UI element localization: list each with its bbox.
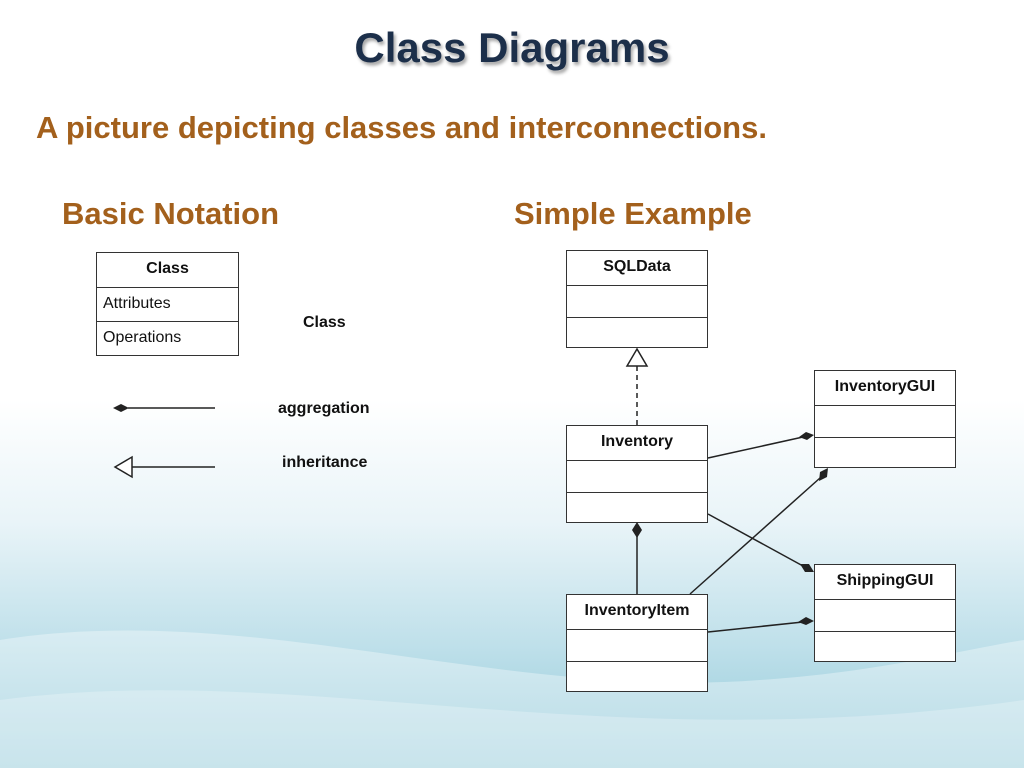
inventoryitem-to-inventorygui-aggregation	[689, 468, 828, 595]
notation-operations: Operations	[97, 321, 238, 354]
inventory-to-shippinggui-aggregation	[707, 513, 814, 572]
shippinggui-class-name: ShippingGUI	[836, 572, 934, 589]
notation-attributes: Attributes	[97, 287, 238, 321]
inventory-to-inventorygui-aggregation	[707, 432, 814, 459]
shippinggui-operations	[815, 631, 955, 661]
aggregation-label: aggregation	[278, 400, 370, 417]
inventorygui-class: InventoryGUI	[814, 370, 956, 468]
notation-aggregation-arrow	[113, 404, 215, 412]
notation-class-name: Class	[146, 260, 189, 277]
shippinggui-attributes	[815, 599, 955, 631]
inventoryitem-to-inventory-aggregation	[632, 522, 642, 594]
notation-inheritance-arrow	[113, 455, 215, 479]
inventorygui-attributes	[815, 405, 955, 437]
slide-title: Class Diagrams	[354, 24, 670, 71]
inventory-attributes	[567, 460, 707, 492]
inventoryitem-operations	[567, 661, 707, 691]
inventory-to-sqldata-realization	[625, 347, 649, 425]
simple-example-heading: Simple Example	[514, 196, 752, 231]
notation-class-box: Class Attributes Operations	[96, 252, 239, 356]
class-label: Class	[303, 314, 346, 331]
sqldata-class-name: SQLData	[603, 258, 671, 275]
inventoryitem-attributes	[567, 629, 707, 661]
inventory-operations	[567, 492, 707, 522]
basic-notation-heading: Basic Notation	[62, 196, 280, 231]
inventoryitem-class: InventoryItem	[566, 594, 708, 692]
inheritance-label: inheritance	[282, 454, 368, 471]
slide-subtitle: A picture depicting classes and intercon…	[36, 110, 767, 145]
inventoryitem-class-name: InventoryItem	[584, 602, 690, 619]
inventorygui-operations	[815, 437, 955, 467]
inventory-class-name: Inventory	[600, 433, 673, 450]
sqldata-class: SQLData	[566, 250, 708, 348]
inventorygui-class-name: InventoryGUI	[834, 378, 936, 395]
shippinggui-class: ShippingGUI	[814, 564, 956, 662]
inventoryitem-to-shippinggui-aggregation	[707, 617, 814, 633]
sqldata-attributes	[567, 285, 707, 317]
sqldata-operations	[567, 317, 707, 347]
inventory-class: Inventory	[566, 425, 708, 523]
